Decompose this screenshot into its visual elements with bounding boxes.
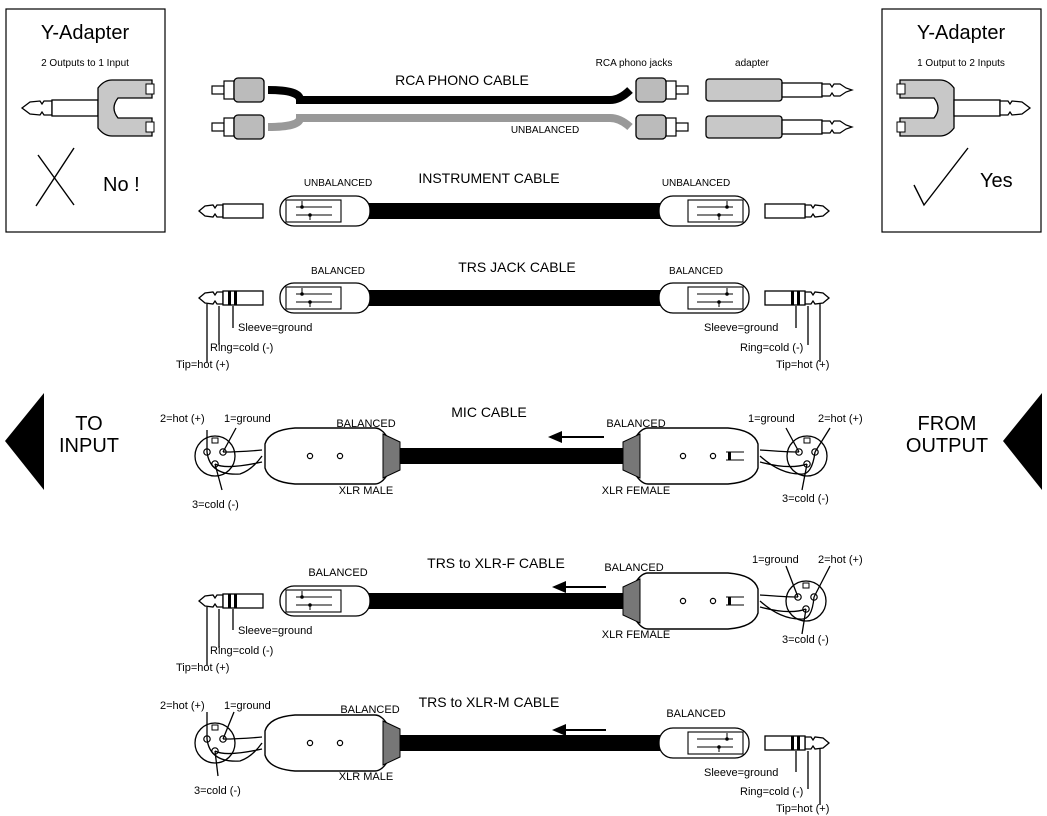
trs-xlrf-sleeve: Sleeve=ground: [238, 625, 312, 637]
trs-xlrf-pin1: 1=ground: [752, 554, 799, 566]
y-adapter-left-title: Y-Adapter: [41, 22, 130, 44]
trs-xlrm-right-label: BALANCED: [666, 708, 725, 720]
trs-left-ring: Ring=cold (-): [210, 342, 273, 354]
trs-right-sleeve: Sleeve=ground: [704, 322, 778, 334]
trs-left-label: BALANCED: [311, 266, 365, 277]
output-label: OUTPUT: [906, 435, 988, 457]
trs-to-xlrm-cable: TRS to XLR-M CABLE BALANCED BALANCED XLR…: [160, 694, 830, 815]
mic-left-pin2: 2=hot (+): [160, 413, 205, 425]
trs-left-tip: Tip=hot (+): [176, 359, 229, 371]
trs-jack-cable: TRS JACK CABLE BALANCED BALANCED Sleeve=…: [176, 259, 830, 371]
trs-left-sleeve: Sleeve=ground: [238, 322, 312, 334]
left-arrow-icon: [1003, 393, 1042, 490]
trs-xlrf-title: TRS to XLR-F CABLE: [427, 555, 565, 571]
cross-icon: [35, 147, 75, 207]
trs-xlrm-left-label: BALANCED: [340, 704, 399, 716]
instrument-title: INSTRUMENT CABLE: [418, 170, 559, 186]
trs-xlrf-right-label: BALANCED: [604, 562, 663, 574]
check-icon: [913, 147, 969, 207]
rca-adapter-label: adapter: [735, 58, 770, 69]
mic-title: MIC CABLE: [451, 404, 526, 420]
trs-xlrf-tip: Tip=hot (+): [176, 662, 229, 674]
trs-right-tip: Tip=hot (+): [776, 359, 829, 371]
rca-title: RCA PHONO CABLE: [395, 72, 529, 88]
instrument-right-label: UNBALANCED: [662, 178, 730, 189]
instrument-cable: INSTRUMENT CABLE UNBALANCED UNBALANCED: [198, 170, 830, 227]
trs-xlrf-xlr-female: XLR FEMALE: [602, 629, 670, 641]
input-label: INPUT: [59, 435, 119, 457]
rca-adapter: [705, 78, 854, 139]
mic-left-pin3: 3=cold (-): [192, 499, 239, 511]
trs-to-xlrf-cable: TRS to XLR-F CABLE BALANCED BALANCED XLR…: [176, 554, 863, 674]
trs-xlrm-ring: Ring=cold (-): [740, 786, 803, 798]
trs-xlrm-xlr-male: XLR MALE: [339, 771, 393, 783]
mic-right-label: BALANCED: [606, 418, 665, 430]
mic-right-pin3: 3=cold (-): [782, 493, 829, 505]
y-adapter-left-plug-icon: [20, 79, 155, 137]
signal-direction-arrow-icon: [552, 581, 566, 593]
y-adapter-right-title: Y-Adapter: [917, 22, 1006, 44]
mic-xlr-female: XLR FEMALE: [602, 485, 670, 497]
y-adapter-left-panel: Y-Adapter 2 Outputs to 1 Input No !: [5, 8, 166, 233]
trs-right-ring: Ring=cold (-): [740, 342, 803, 354]
y-adapter-left-verdict: No !: [103, 174, 140, 196]
mic-left-pin1: 1=ground: [224, 413, 271, 425]
from-label: FROM: [918, 413, 977, 435]
left-arrow-icon: [5, 393, 44, 490]
mic-left-label: BALANCED: [336, 418, 395, 430]
signal-direction-arrow-icon: [548, 431, 562, 443]
trs-xlrf-left-label: BALANCED: [308, 567, 367, 579]
instrument-left-label: UNBALANCED: [304, 178, 372, 189]
y-adapter-right-subtitle: 1 Output to 2 Inputs: [917, 58, 1005, 69]
y-adapter-right-panel: Y-Adapter 1 Output to 2 Inputs Yes: [881, 8, 1042, 233]
trs-xlrm-sleeve: Sleeve=ground: [704, 767, 778, 779]
mic-cable: MIC CABLE BALANCED BALANCED XLR MALE XLR…: [160, 404, 863, 511]
trs-xlrf-pin2: 2=hot (+): [818, 554, 863, 566]
y-adapter-left-subtitle: 2 Outputs to 1 Input: [41, 58, 129, 69]
mic-right-pin1: 1=ground: [748, 413, 795, 425]
to-input-marker: TO INPUT: [5, 393, 119, 490]
signal-direction-arrow-icon: [552, 724, 566, 736]
trs-xlrm-pin1: 1=ground: [224, 700, 271, 712]
mic-right-pin2: 2=hot (+): [818, 413, 863, 425]
trs-xlrm-pin2: 2=hot (+): [160, 700, 205, 712]
rca-phono-cable: RCA PHONO CABLE RCA phono jacks adapter …: [211, 58, 854, 140]
rca-balance-label: UNBALANCED: [511, 125, 579, 136]
trs-xlrm-title: TRS to XLR-M CABLE: [419, 694, 560, 710]
trs-xlrf-ring: Ring=cold (-): [210, 645, 273, 657]
to-label: TO: [75, 413, 102, 435]
trs-right-label: BALANCED: [669, 266, 723, 277]
rca-jacks-label: RCA phono jacks: [596, 58, 673, 69]
from-output-marker: FROM OUTPUT: [906, 393, 1042, 490]
mic-xlr-male: XLR MALE: [339, 485, 393, 497]
trs-title: TRS JACK CABLE: [458, 259, 575, 275]
trs-xlrf-pin3: 3=cold (-): [782, 634, 829, 646]
trs-xlrm-pin3: 3=cold (-): [194, 785, 241, 797]
y-adapter-right-plug-icon: [896, 79, 1032, 137]
trs-xlrm-tip: Tip=hot (+): [776, 803, 829, 815]
y-adapter-right-verdict: Yes: [980, 170, 1013, 192]
